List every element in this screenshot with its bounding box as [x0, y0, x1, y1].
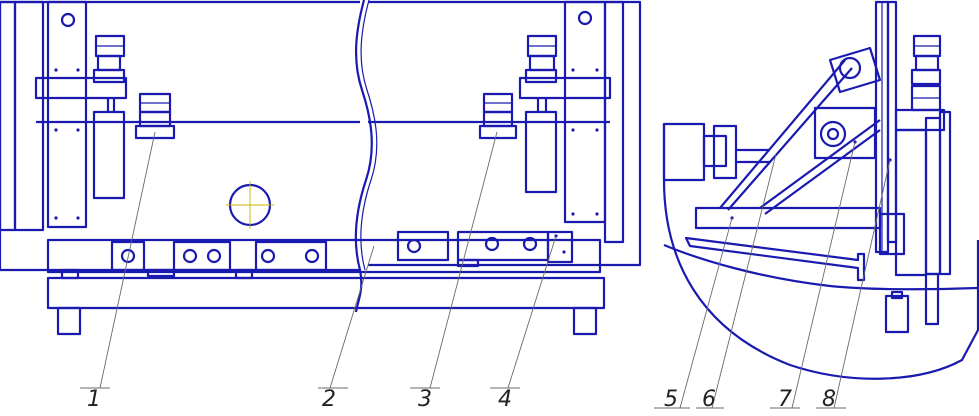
- front-view: [0, 0, 642, 336]
- callout-1: 1: [87, 387, 101, 412]
- callout-7: 7: [778, 387, 792, 412]
- callout-6: 6: [702, 387, 716, 412]
- callout-5: 5: [664, 387, 678, 412]
- callout-4: 4: [498, 387, 512, 412]
- leader-lines: [80, 131, 891, 409]
- callout-2: 2: [322, 387, 336, 412]
- side-view: [662, 0, 979, 380]
- callout-labels: 1 2 3 4 5 6 7 8: [87, 387, 836, 412]
- callout-3: 3: [418, 387, 432, 412]
- callout-8: 8: [822, 387, 836, 412]
